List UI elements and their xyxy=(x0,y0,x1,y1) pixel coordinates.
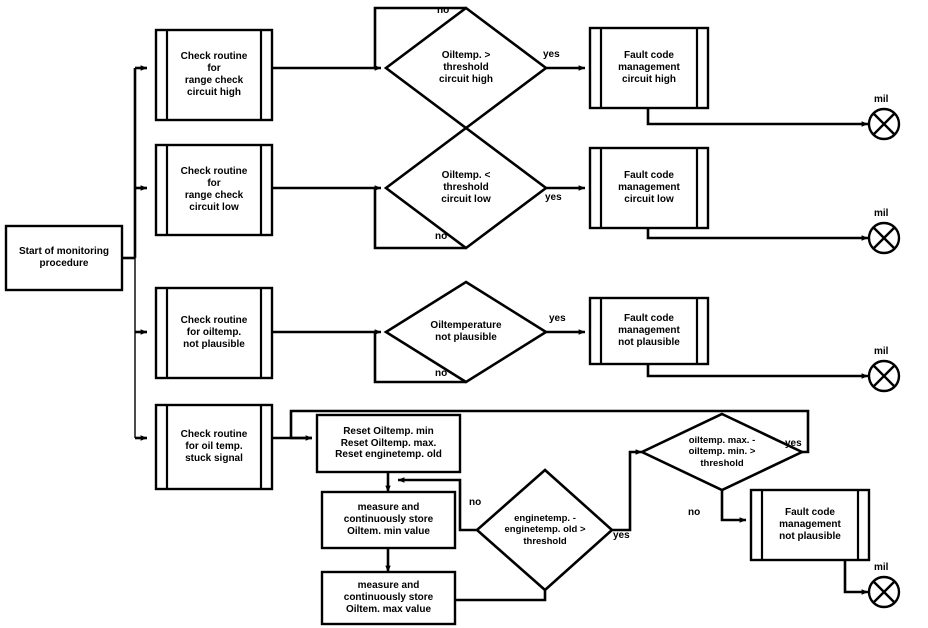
edge-label-oilspread-yes: yes xyxy=(785,438,802,449)
node-store-max-shape xyxy=(320,570,457,626)
mil-lamp-icon-implaus xyxy=(867,359,901,393)
edge-label-enginetemp-yes: yes xyxy=(613,530,630,541)
edge-label-low-yes: yes xyxy=(545,192,562,203)
node-dec-oilspread-shape xyxy=(638,412,806,492)
edge-decoilspread-yes-loop xyxy=(289,409,810,454)
node-reset-shape xyxy=(315,413,462,474)
edge-label-oilspread-no: no xyxy=(688,507,701,518)
edge-faultstuck-to-mil xyxy=(843,560,869,595)
node-fault-low-shape xyxy=(588,146,710,230)
edge-label-enginetemp-no: no xyxy=(469,497,482,508)
edge-label-high-no: no xyxy=(437,5,450,16)
edge-decenginetemp-yes xyxy=(612,449,643,532)
edge-declow-no-loop xyxy=(373,188,466,250)
edge-label-high-yes: yes xyxy=(543,49,560,60)
node-dec-implaus-shape xyxy=(383,280,549,384)
edge-label-low-no: no xyxy=(435,231,448,242)
node-check-high-shape xyxy=(154,28,274,122)
node-fault-high-shape xyxy=(588,26,710,110)
edge-label-implaus-no: no xyxy=(435,368,448,379)
mil-label-high: mil xyxy=(874,94,889,105)
mil-lamp-icon-high xyxy=(867,107,901,141)
edge-decimplaus-no-loop xyxy=(373,332,466,384)
edge-decenginetemp-no-loop xyxy=(397,477,477,532)
node-store-min-shape xyxy=(320,490,457,550)
edge-label-implaus-yes: yes xyxy=(549,313,566,324)
mil-label-low: mil xyxy=(874,208,889,219)
edge-decoilspread-no-to-fault xyxy=(720,490,747,523)
node-fault-implaus-shape xyxy=(588,296,710,366)
node-start-shape xyxy=(4,224,124,292)
edge-faulthigh-to-mil xyxy=(646,108,869,127)
mil-lamp-icon-stuck xyxy=(867,575,901,609)
edge-faultlow-to-mil xyxy=(646,228,869,241)
node-dec-low-shape xyxy=(383,126,549,250)
edge-dechigh-no-loop xyxy=(373,6,466,68)
mil-label-implaus: mil xyxy=(874,346,889,357)
node-check-stuck-shape xyxy=(154,403,274,491)
node-fault-stuck-shape xyxy=(749,488,871,562)
node-check-implaus-shape xyxy=(154,286,274,380)
node-dec-enginetemp-shape xyxy=(475,468,614,592)
node-dec-high-shape xyxy=(383,6,549,130)
node-check-low-shape xyxy=(154,143,274,237)
mil-label-stuck: mil xyxy=(874,562,889,573)
edge-faultimplaus-to-mil xyxy=(646,364,869,379)
mil-lamp-icon-low xyxy=(867,221,901,255)
